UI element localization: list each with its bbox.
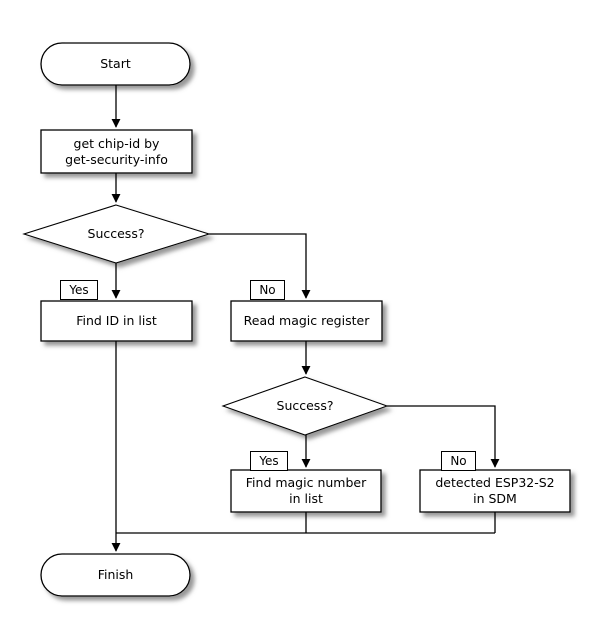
edge-label-decision1-no: No bbox=[250, 280, 285, 300]
node-finish-shape bbox=[40, 553, 191, 597]
node-decision1-shape bbox=[22, 204, 211, 264]
node-read-magic-shape bbox=[230, 300, 383, 342]
node-detected-sdm-shape bbox=[419, 469, 571, 513]
edge-decision1-no-to-readmagic bbox=[209, 233, 311, 299]
edge-label-decision1-yes: Yes bbox=[60, 280, 98, 300]
edge-label-decision2-no: No bbox=[441, 451, 476, 471]
node-get-chip-id-shape bbox=[40, 129, 193, 174]
node-find-magic-shape bbox=[230, 469, 382, 513]
node-start-shape bbox=[40, 42, 191, 86]
edge-decision2-no-to-detectedsdm bbox=[387, 405, 500, 468]
node-decision2-shape bbox=[221, 376, 389, 436]
edge-label-decision2-yes: Yes bbox=[250, 451, 288, 471]
node-find-id-shape bbox=[40, 300, 193, 342]
